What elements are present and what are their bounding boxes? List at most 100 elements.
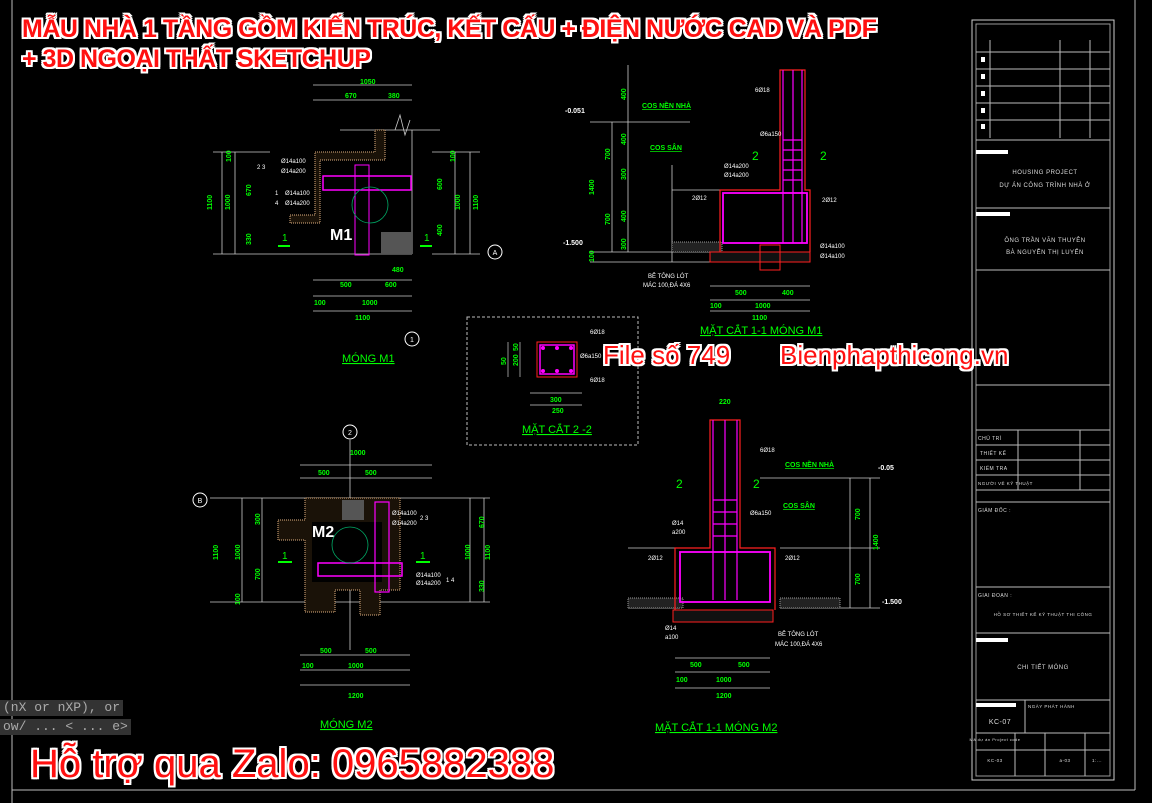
bar-34a: Ø14a200 (724, 164, 749, 170)
dim: 1100 (473, 195, 480, 210)
rebar-marks: 1 (275, 191, 279, 197)
dim: 1000 (235, 544, 242, 560)
dim: 1000 (465, 544, 472, 560)
dim: 700 (255, 568, 262, 580)
director-label: GIÁM ĐỐC : (978, 507, 1011, 514)
bar-34b: Ø14a200 (724, 173, 749, 179)
rebar-marks: 2 3 (257, 165, 266, 171)
drawing-frame (11, 0, 1136, 803)
cut-2-left: 2 (752, 149, 759, 163)
file-number-watermark: File số 749 (603, 340, 731, 370)
website-watermark: Bienphapthicong.vn (780, 340, 1009, 370)
m2-plan-title: MÓNG M2 (320, 718, 373, 731)
cos-san-label: COS SÂN (650, 143, 682, 152)
cos-san-label: COS SÂN (783, 501, 815, 510)
lean-concrete-label: BÊ TÔNG LÓT (778, 630, 819, 638)
phase-value: HỒ SƠ THIẾT KẾ KỸ THUẬT THI CÔNG (994, 611, 1093, 617)
dim: 400 (621, 210, 628, 222)
dim: 220 (719, 399, 731, 406)
promo-title-line-1: MẪU NHÀ 1 TẦNG GỒM KIẾN TRÚC, KẾT CẤU + … (22, 15, 877, 43)
level-top: -0.051 (565, 108, 585, 115)
command-line-prompt[interactable]: ow/ ... < ... e> (0, 719, 131, 735)
dim: 500 (690, 662, 702, 669)
dim: 1100 (752, 315, 767, 322)
dim: 100 (589, 250, 596, 262)
dim: 400 (621, 133, 628, 145)
m1-tag: M1 (330, 227, 352, 244)
dim: 1000 (755, 303, 771, 310)
lean-concrete-spec: MÁC 100,ĐÁ 4X6 (643, 282, 691, 289)
dim: 100 (302, 663, 314, 670)
bar-7: Ø6a150 (760, 132, 782, 138)
bar-6: 6Ø18 (755, 88, 770, 94)
dim: 100 (450, 150, 457, 162)
zalo-support-text: Hỗ trợ qua Zalo: 0965882388 (30, 742, 555, 786)
project-code: KC-03 (987, 758, 1002, 763)
dim: 100 (676, 677, 688, 684)
m1-section[interactable] (590, 65, 811, 312)
m2-cut-right: 1 (420, 551, 426, 562)
axis-b-bubble (192, 492, 208, 508)
role-kiem-tra: KIỂM TRA (980, 465, 1008, 472)
rebar-marks: 4 (275, 201, 279, 207)
m2-section-title: MẶT CẮT 1-1 MÓNG M2 (655, 721, 777, 734)
bar-5-right: 2Ø12 (822, 198, 837, 204)
dim: 500 (365, 470, 377, 477)
dim: 670 (479, 516, 486, 528)
cut-2-right: 2 (753, 477, 760, 491)
dim: 700 (605, 213, 612, 225)
m1-plan[interactable] (213, 84, 503, 347)
dim: 1000 (716, 677, 732, 684)
dim: 600 (437, 178, 444, 190)
bar-6: 6Ø18 (760, 448, 775, 454)
bar-12b: a100 (665, 635, 679, 641)
dim: 1100 (213, 545, 220, 560)
bar-12a: Ø14 (665, 626, 677, 632)
dim: 1400 (589, 179, 596, 195)
lean-concrete-spec: MÁC 100,ĐÁ 4X6 (775, 641, 823, 648)
dim: 500 (738, 662, 750, 669)
dim: 400 (782, 290, 794, 297)
role-chu-tri: CHỦ TRÌ (978, 435, 1002, 442)
section-2-2[interactable] (466, 316, 639, 446)
project-code-label: Mã dự án Project code (970, 737, 1021, 742)
dim: 500 (320, 648, 332, 655)
level-bottom: -1.500 (882, 599, 902, 606)
revision: a-03 (1059, 758, 1070, 763)
axis-2-bubble (342, 424, 358, 440)
m1-plan-title: MÓNG M1 (342, 352, 395, 365)
dim: 330 (479, 580, 486, 592)
project-name-vi: DỰ ÁN CÔNG TRÌNH NHÀ Ở (999, 182, 1090, 189)
dim: 1100 (355, 315, 370, 322)
lean-concrete-label: BÊ TÔNG LÓT (648, 272, 689, 280)
section-2-2-title: MẶT CẮT 2 -2 (522, 423, 592, 436)
bar-5-left: 2Ø12 (692, 196, 707, 202)
rebar-label: Ø14a100 (416, 573, 441, 579)
command-line-history: (nX or nXP), or (0, 700, 124, 716)
dim: 700 (855, 508, 862, 520)
owner-1: ÔNG TRẦN VĂN THUYÊN (1004, 236, 1085, 244)
dim: 1000 (348, 663, 364, 670)
scale: 1:... (1092, 758, 1102, 763)
bar-5-left: 2Ø12 (648, 556, 663, 562)
dim: 1100 (207, 195, 214, 210)
dim: 400 (621, 88, 628, 100)
dim: 1400 (873, 534, 880, 550)
role-nguoi-ve: NGƯỜI VẼ KỸ THUẬT (978, 480, 1033, 486)
dim: 700 (855, 573, 862, 585)
m2-plan[interactable] (192, 424, 490, 686)
dim: 300 (255, 513, 262, 525)
m2-tag: M2 (312, 524, 334, 541)
m1-section-title: MẶT CẮT 1-1 MÓNG M1 (700, 324, 822, 337)
promo-title-line-2: + 3D NGOẠI THẤT SKETCHUP (22, 45, 371, 73)
m2-section[interactable] (627, 419, 880, 689)
cut-2-right: 2 (820, 149, 827, 163)
dim: 330 (246, 233, 253, 245)
dim: 1000 (362, 300, 378, 307)
title-block-label-bars (976, 57, 1016, 707)
dim: 500 (735, 290, 747, 297)
dim: 300 (550, 397, 562, 404)
dim: 500 (365, 648, 377, 655)
owner-2: BÀ NGUYỄN THỊ LUYẾN (1006, 249, 1084, 256)
